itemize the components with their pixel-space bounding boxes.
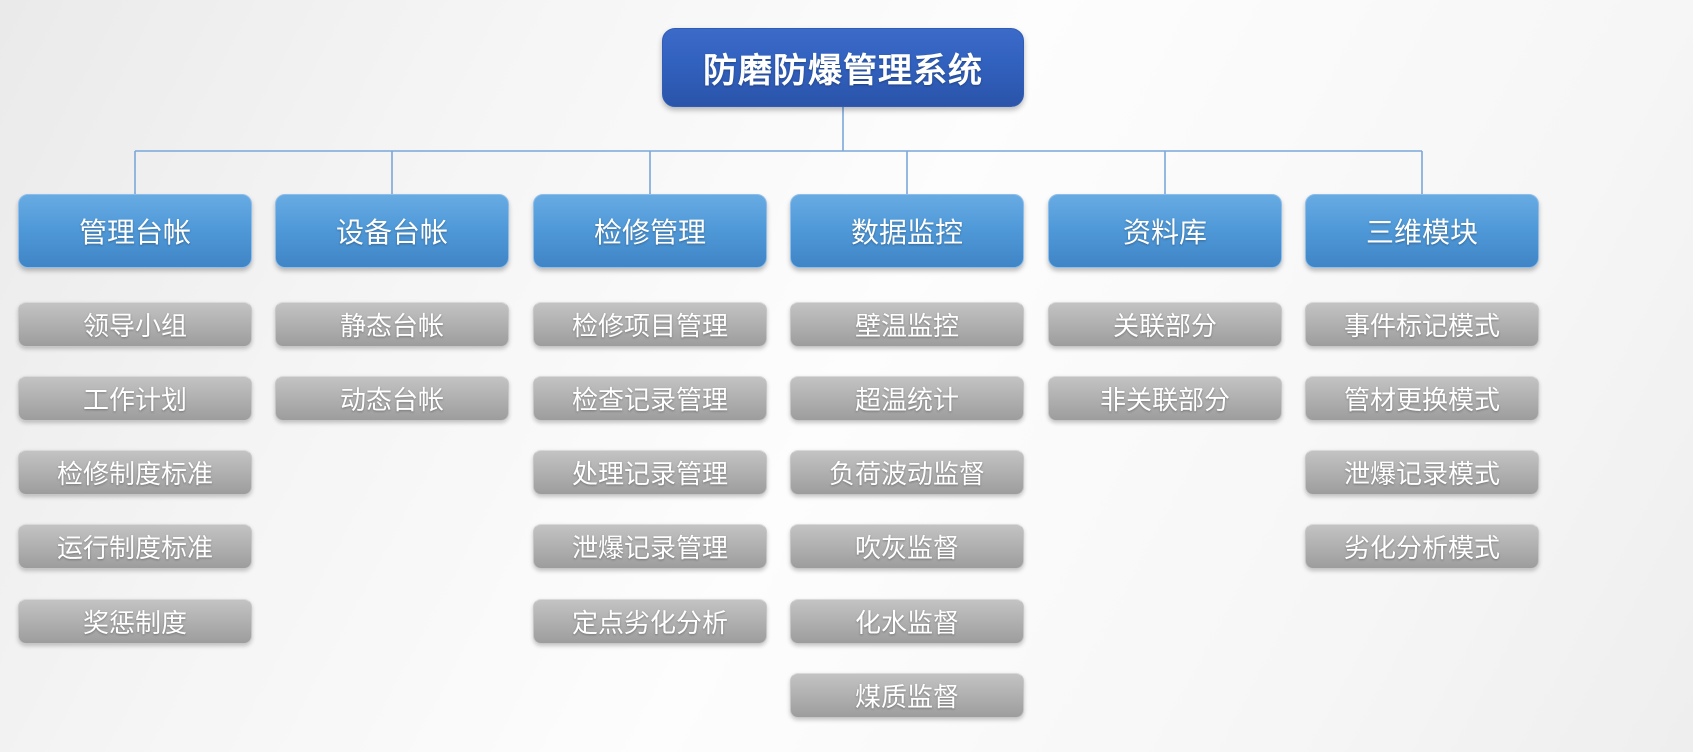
leaf-node: 劣化分析模式: [1305, 524, 1539, 569]
leaf-node: 处理记录管理: [533, 450, 767, 495]
leaf-node: 检修制度标准: [18, 450, 252, 495]
leaf-node: 定点劣化分析: [533, 599, 767, 644]
branch-node-maintenance-mgmt: 检修管理: [533, 194, 767, 268]
leaf-node: 负荷波动监督: [790, 450, 1024, 495]
leaf-node: 非关联部分: [1048, 376, 1282, 421]
leaf-node: 壁温监控: [790, 302, 1024, 347]
leaf-node: 工作计划: [18, 376, 252, 421]
branch-node-equipment-ledger: 设备台帐: [275, 194, 509, 268]
leaf-node: 化水监督: [790, 599, 1024, 644]
leaf-node: 动态台帐: [275, 376, 509, 421]
leaf-node: 领导小组: [18, 302, 252, 347]
branch-node-data-monitoring: 数据监控: [790, 194, 1024, 268]
branch-node-management-ledger: 管理台帐: [18, 194, 252, 268]
leaf-node: 吹灰监督: [790, 524, 1024, 569]
leaf-node: 超温统计: [790, 376, 1024, 421]
leaf-node: 泄爆记录模式: [1305, 450, 1539, 495]
leaf-node: 泄爆记录管理: [533, 524, 767, 569]
leaf-node: 管材更换模式: [1305, 376, 1539, 421]
leaf-node: 煤质监督: [790, 673, 1024, 718]
branch-node-data-library: 资料库: [1048, 194, 1282, 268]
leaf-node: 检修项目管理: [533, 302, 767, 347]
leaf-node: 奖惩制度: [18, 599, 252, 644]
leaf-node: 事件标记模式: [1305, 302, 1539, 347]
leaf-node: 静态台帐: [275, 302, 509, 347]
leaf-node: 关联部分: [1048, 302, 1282, 347]
branch-node-3d-module: 三维模块: [1305, 194, 1539, 268]
leaf-node: 运行制度标准: [18, 524, 252, 569]
root-node: 防磨防爆管理系统: [662, 28, 1024, 107]
leaf-node: 检查记录管理: [533, 376, 767, 421]
